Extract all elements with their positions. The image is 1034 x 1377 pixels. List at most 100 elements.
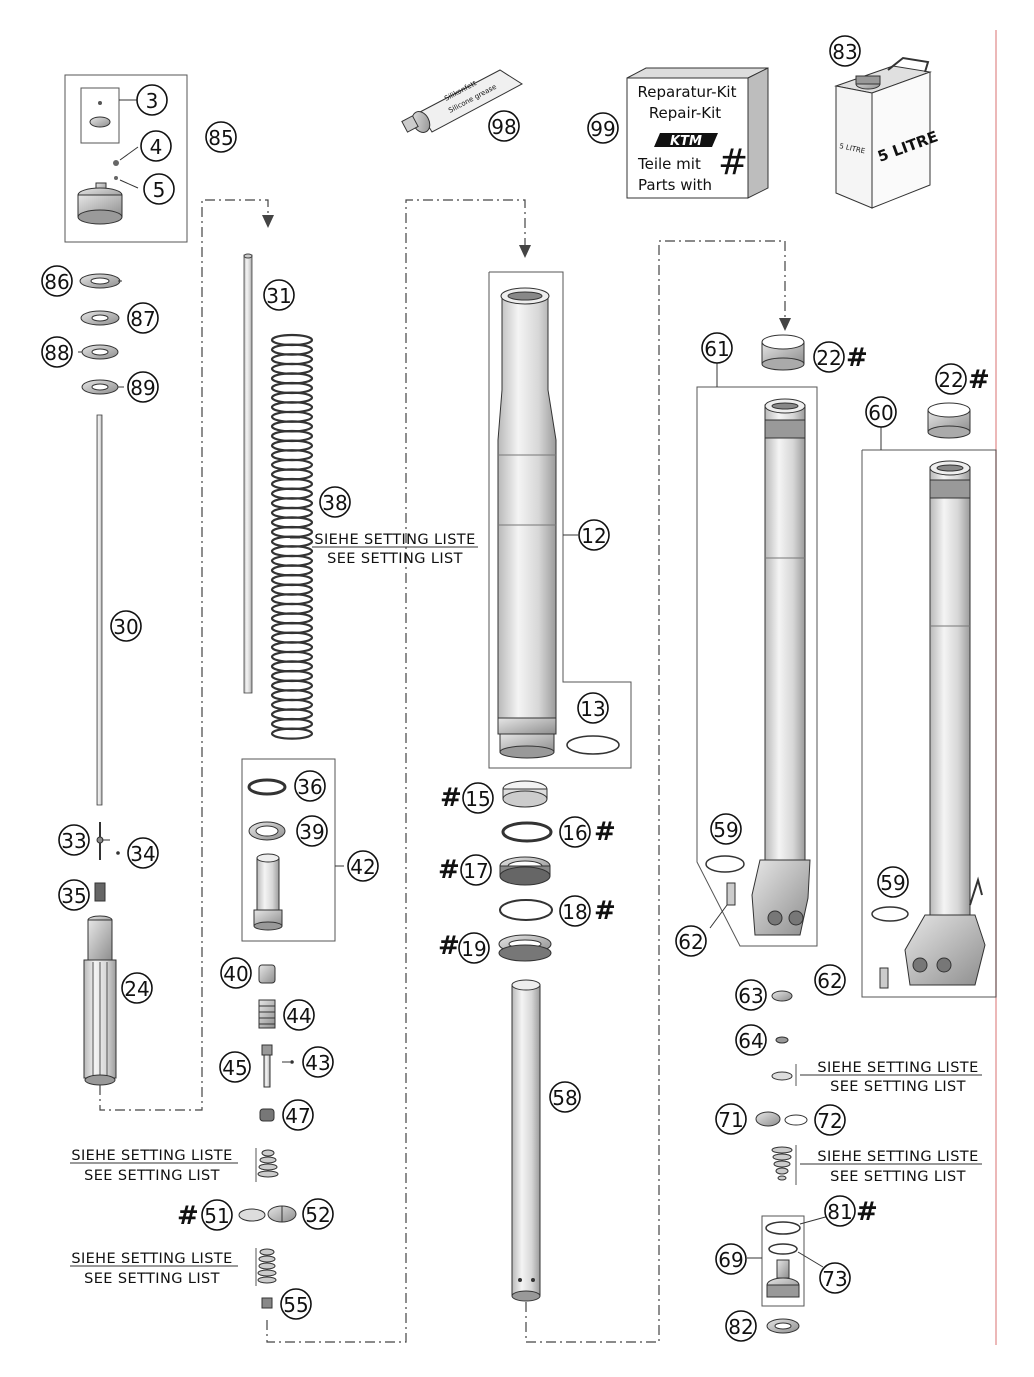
repair-kit-99: Reparatur-Kit Repair-Kit KTM Teile mit P… [626, 67, 769, 199]
note-setting-en-2: SEE SETTING LIST [84, 1168, 220, 1184]
note-setting-en-4: SEE SETTING LIST [830, 1079, 966, 1095]
callout-label-88: 88 [44, 341, 69, 365]
callout-label-69: 69 [718, 1248, 743, 1272]
connector-line-3 [525, 240, 786, 1343]
callout-label-12: 12 [581, 524, 606, 548]
callout-label-87: 87 [130, 307, 155, 331]
callout-label-42: 42 [350, 855, 375, 879]
callout-label-22a: 22 [816, 346, 841, 370]
o-ring-13 [566, 735, 620, 755]
shim-stack-upper [257, 1149, 279, 1178]
note-setting-de-5: SIEHE SETTING LISTE [817, 1149, 978, 1165]
callout-label-33: 33 [61, 829, 86, 853]
callout-circle-98 [488, 110, 520, 142]
o-ring-59a [705, 855, 745, 873]
callout-circle-17 [460, 854, 492, 886]
callout-label-35: 35 [61, 884, 86, 908]
ring-18 [499, 899, 553, 921]
hash-mark-16: # [594, 817, 616, 847]
callout-label-86: 86 [44, 270, 69, 294]
callout-label-38: 38 [322, 491, 347, 515]
callout-circle-3 [136, 84, 168, 116]
callout-circle-45 [219, 1051, 251, 1083]
callout-circle-24 [121, 972, 153, 1004]
callout-label-83: 83 [832, 40, 857, 64]
callout-circle-34 [127, 837, 159, 869]
callout-circle-30 [110, 610, 142, 642]
piston-71 [755, 1111, 781, 1127]
valve-45 [261, 1044, 273, 1056]
group-box-61 [696, 386, 818, 947]
o-ring-73 [768, 1243, 798, 1255]
callout-circle-19 [458, 932, 490, 964]
callout-circle-18 [559, 895, 591, 927]
spring-coil [270, 727, 314, 740]
callout-label-4: 4 [150, 135, 163, 159]
callout-circle-86 [41, 265, 73, 297]
callout-label-3: 3 [146, 89, 159, 113]
callout-circle-22a [813, 341, 845, 373]
callout-label-58: 58 [552, 1086, 577, 1110]
callout-label-64: 64 [738, 1029, 763, 1053]
fork-spring-38 [270, 333, 314, 740]
callout-label-59a: 59 [713, 818, 738, 842]
callout-label-62b: 62 [817, 969, 842, 993]
kit-hash-symbol: # [718, 142, 748, 183]
callout-circle-62b [814, 964, 846, 996]
hash-mark-81: # [856, 1197, 878, 1227]
o-ring-81 [765, 1221, 801, 1235]
hash-mark-22b: # [968, 365, 990, 395]
callout-circle-55 [280, 1288, 312, 1320]
note-setting-de-2: SIEHE SETTING LISTE [71, 1148, 232, 1164]
callout-circle-16 [559, 816, 591, 848]
callout-circle-89 [127, 371, 159, 403]
callout-label-52: 52 [305, 1203, 330, 1227]
callout-circle-47 [282, 1099, 314, 1131]
callout-circle-99 [587, 112, 619, 144]
callout-circle-39 [296, 815, 328, 847]
kit-text-line2: Repair-Kit [649, 104, 721, 122]
callout-circle-83 [829, 35, 861, 67]
bushing-16 [501, 821, 553, 843]
callout-circle-62a [675, 925, 707, 957]
axle-clamp-61 [751, 859, 811, 936]
callout-circle-81 [824, 1195, 856, 1227]
callout-circle-69 [715, 1243, 747, 1275]
outer-tube-12 [497, 294, 557, 719]
callout-circle-22b [935, 363, 967, 395]
screw-62a [726, 882, 736, 906]
callout-circle-12 [578, 519, 610, 551]
note-underlines [70, 546, 982, 1267]
part-40 [258, 964, 276, 984]
callout-label-17: 17 [463, 859, 488, 883]
callout-label-61: 61 [704, 337, 729, 361]
callout-label-73: 73 [822, 1267, 847, 1291]
shim-right-1 [771, 1071, 793, 1081]
ring-51 [238, 1208, 266, 1222]
callout-circle-52 [302, 1198, 334, 1230]
hash-mark-17: # [438, 855, 460, 885]
hash-mark-15: # [440, 783, 462, 813]
callout-label-44: 44 [286, 1004, 311, 1028]
hash-mark-19: # [438, 931, 460, 961]
preload-tube-31 [243, 254, 253, 694]
callout-label-13: 13 [580, 697, 605, 721]
callout-label-81: 81 [827, 1200, 852, 1224]
callout-circle-31 [263, 279, 295, 311]
hash-mark-22a: # [846, 343, 868, 373]
group-box-12 [488, 271, 632, 769]
callout-circle-4 [140, 130, 172, 162]
callout-label-71: 71 [718, 1108, 743, 1132]
callout-label-45: 45 [222, 1056, 247, 1080]
ball-34 [116, 851, 120, 855]
kit-text-line1: Reparatur-Kit [638, 83, 737, 101]
note-setting-en-3: SEE SETTING LIST [84, 1271, 220, 1287]
guide-42 [256, 857, 280, 911]
callout-label-51: 51 [204, 1204, 229, 1228]
callout-label-59b: 59 [880, 871, 905, 895]
callout-circle-35 [58, 879, 90, 911]
part-3-nut [89, 116, 111, 128]
callout-label-98: 98 [491, 115, 516, 139]
